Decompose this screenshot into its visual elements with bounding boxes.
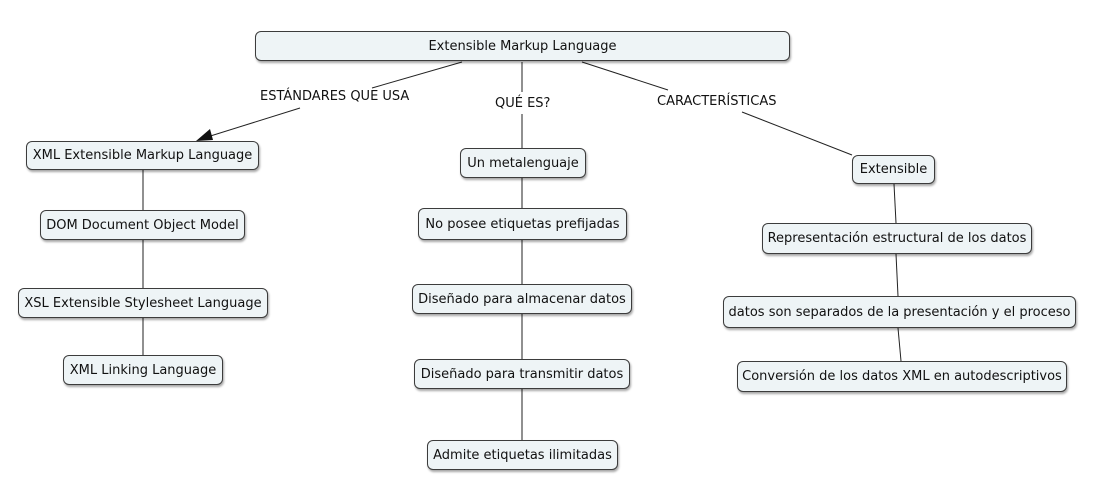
connector-right-label-to-extensible	[741, 111, 853, 156]
node-extensible[interactable]: Extensible	[852, 155, 935, 184]
root-node[interactable]: Extensible Markup Language	[255, 31, 790, 61]
node-representacion-estructural[interactable]: Representación estructural de los datos	[762, 223, 1032, 254]
connector-root-to-right-label	[581, 61, 669, 91]
link-label-estandares: ESTÁNDARES QUE USA	[258, 89, 412, 105]
node-no-posee-etiquetas[interactable]: No posee etiquetas prefijadas	[418, 208, 627, 240]
connector-representacion-to-datos	[895, 253, 899, 297]
node-datos-separados[interactable]: datos son separados de la presentación y…	[723, 296, 1076, 328]
node-almacenar-datos[interactable]: Diseñado para almacenar datos	[412, 284, 632, 314]
node-xml-extensible-markup[interactable]: XML Extensible Markup Language	[26, 141, 259, 170]
connector-datos-to-conversion	[897, 327, 902, 362]
node-metalenguaje[interactable]: Un metalenguaje	[460, 148, 586, 178]
link-label-que-es: QUÉ ES?	[493, 96, 553, 112]
node-conversion-datos[interactable]: Conversión de los datos XML en autodescr…	[737, 361, 1067, 392]
arrowhead-icon	[196, 129, 213, 141]
node-xsl[interactable]: XSL Extensible Stylesheet Language	[18, 288, 268, 318]
node-transmitir-datos[interactable]: Diseñado para transmitir datos	[414, 359, 630, 389]
link-label-caracteristicas: CARACTERÍSTICAS	[655, 94, 779, 110]
connector-root-to-left-label	[371, 61, 463, 89]
node-etiquetas-ilimitadas[interactable]: Admite etiquetas ilimitadas	[427, 440, 618, 470]
connector-left-label-to-xml	[203, 107, 301, 139]
node-dom[interactable]: DOM Document Object Model	[40, 210, 245, 240]
connector-extensible-to-representacion	[893, 183, 897, 224]
node-xml-linking[interactable]: XML Linking Language	[63, 355, 223, 385]
